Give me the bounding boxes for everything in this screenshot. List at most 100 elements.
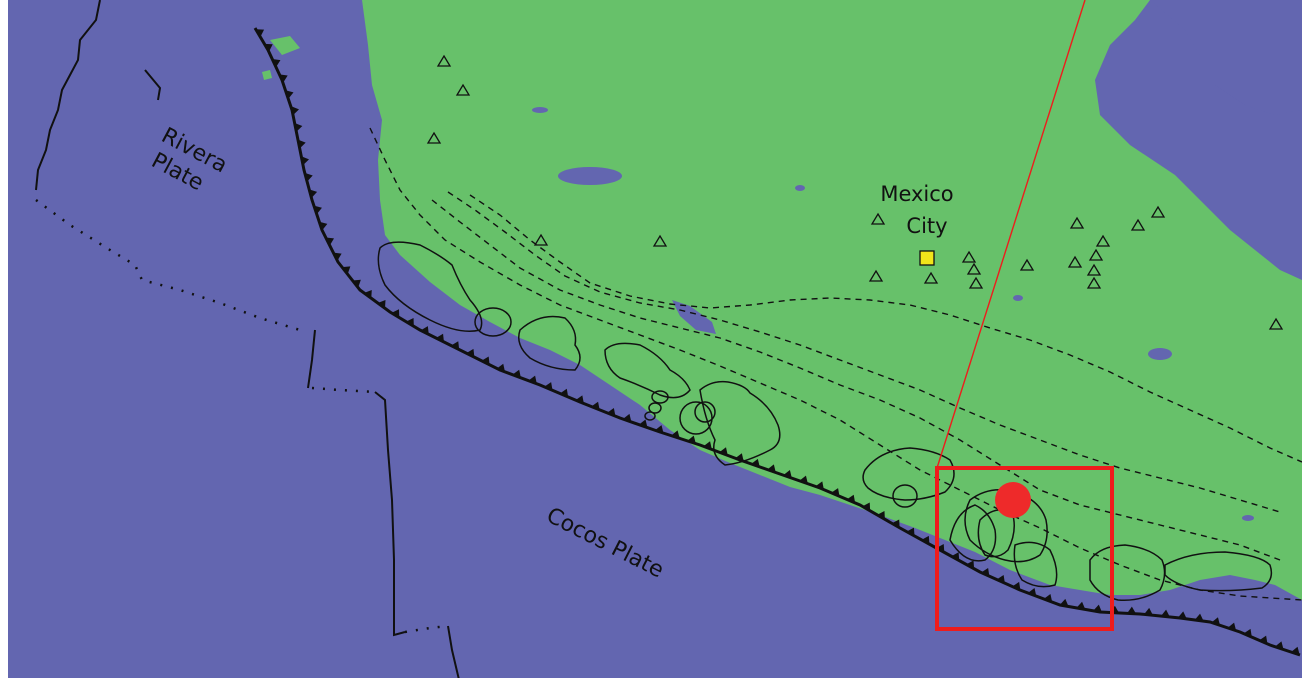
trench-tooth	[1127, 606, 1137, 614]
rupture-zone	[949, 504, 997, 562]
trench-tooth	[279, 74, 288, 83]
trench-tooth	[294, 122, 303, 132]
volcano-triangle-icon	[1086, 263, 1102, 276]
trench-tooth	[1227, 622, 1237, 631]
trench-tooth	[325, 237, 335, 246]
trench-tooth	[406, 317, 414, 327]
lake	[1242, 515, 1254, 521]
trench-tooth	[654, 425, 664, 434]
trench-tooth	[591, 401, 600, 410]
slab-contour	[447, 191, 1281, 513]
trench-tooth	[703, 441, 712, 450]
volcano-triangle-icon	[1088, 248, 1104, 261]
trench-tooth	[1027, 587, 1037, 597]
trench-tooth	[751, 458, 760, 467]
trench-tooth	[1194, 613, 1204, 622]
lake	[672, 300, 716, 334]
rupture-zone	[377, 241, 483, 332]
islet	[270, 36, 300, 55]
trench-tooth	[783, 470, 792, 479]
volcano-triangle-icon	[1069, 216, 1085, 229]
trench-tooth	[638, 419, 648, 428]
trench-tooth	[1043, 593, 1053, 603]
islet	[262, 70, 272, 80]
trench-tooth	[352, 279, 361, 288]
trench-tooth	[466, 348, 475, 358]
trench-tooth	[719, 447, 728, 456]
rupture-zone	[694, 401, 716, 423]
volcano-triangle-icon	[1095, 234, 1111, 247]
trench-tooth	[1012, 581, 1021, 591]
fracture-zone	[144, 69, 162, 101]
trench-tooth	[420, 326, 429, 335]
rupture-zone	[518, 315, 581, 371]
volcano-triangle-icon	[868, 269, 884, 282]
rupture-zone	[679, 401, 713, 435]
trench-tooth	[906, 527, 915, 536]
trench-tooth	[435, 333, 444, 342]
rupture-zone	[648, 402, 662, 414]
volcano-triangle-icon	[652, 234, 668, 247]
trench-tooth	[512, 369, 521, 378]
trench-tooth	[951, 552, 960, 561]
highlight-box	[935, 466, 1114, 631]
volcano-triangle-icon	[1086, 276, 1102, 289]
trench-tooth	[559, 388, 569, 397]
trench-tooth	[451, 341, 460, 350]
lake	[558, 167, 622, 185]
slab-contours	[369, 127, 1303, 601]
trench-tooth	[575, 395, 584, 404]
volcano-markers	[426, 54, 1284, 330]
rupture-zone	[474, 307, 512, 337]
trench-tooth	[1059, 598, 1069, 607]
volcano-triangle-icon	[968, 276, 984, 289]
city-label-line1: Mexico	[880, 182, 953, 206]
trench-tooth	[528, 375, 537, 384]
trench-tooth	[291, 106, 300, 116]
slab-contour	[369, 127, 1303, 601]
frame-right	[1302, 0, 1307, 684]
trench-tooth	[255, 29, 265, 38]
transform-fault	[374, 391, 406, 637]
trench-tooth	[1274, 641, 1284, 650]
trench-tooth	[1243, 628, 1252, 638]
gulf-ocean	[1150, 0, 1302, 115]
volcano-triangle-icon	[533, 233, 549, 246]
volcano-triangle-icon	[436, 54, 452, 67]
epicenter-dot-icon	[995, 482, 1031, 518]
trench-tooth	[735, 453, 744, 462]
trench-tooth	[921, 535, 930, 545]
trench-tooth	[966, 560, 975, 569]
lake	[1148, 348, 1172, 360]
trench-tooth	[1211, 617, 1221, 626]
trench-tooth	[1143, 607, 1153, 616]
trench-tooth	[846, 494, 856, 503]
volcano-triangle-icon	[1067, 255, 1083, 268]
rupture-zone	[892, 484, 918, 508]
trench-tooth	[815, 481, 824, 490]
trench-tooth	[877, 510, 885, 520]
trench-tooth	[831, 488, 840, 497]
slab-contour	[469, 194, 1303, 463]
volcano-triangle-icon	[455, 83, 471, 96]
trench-tooth	[607, 408, 616, 417]
rupture-zones	[377, 241, 1273, 602]
trench-tooth	[304, 172, 313, 182]
trench-tooth	[996, 574, 1005, 584]
trench-tooth	[622, 413, 632, 422]
trench-teeth	[255, 29, 1300, 655]
lake	[795, 185, 805, 191]
volcano-triangle-icon	[966, 262, 982, 275]
trench-tooth	[364, 289, 372, 299]
rupture-zone	[644, 411, 656, 421]
city-square-icon	[919, 250, 935, 266]
trench-tooth	[1291, 646, 1300, 655]
trench-tooth	[272, 59, 281, 68]
trench-tooth	[936, 544, 945, 553]
lake	[532, 107, 548, 113]
trench-tooth	[767, 464, 776, 473]
pointer-line	[936, 0, 1086, 469]
trench-tooth	[687, 435, 696, 444]
trench-tooth	[342, 266, 351, 275]
volcano-triangle-icon	[870, 212, 886, 225]
